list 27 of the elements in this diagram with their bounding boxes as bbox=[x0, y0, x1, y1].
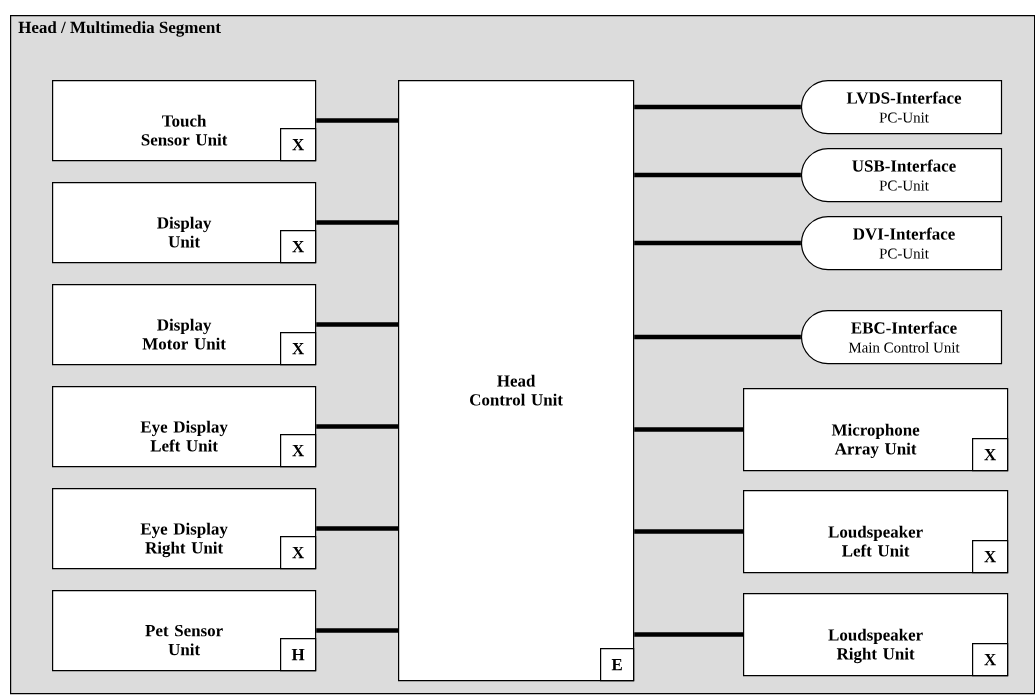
tag-box: X bbox=[972, 438, 1009, 472]
tag-box: X bbox=[280, 230, 317, 264]
interface-box: LVDS-Interface PC-Unit bbox=[800, 80, 1003, 135]
tag-box: E bbox=[600, 648, 635, 682]
tag-box: X bbox=[280, 128, 317, 162]
tag-box: X bbox=[280, 434, 317, 468]
connector-line bbox=[316, 628, 398, 633]
connector-line bbox=[634, 334, 801, 340]
connector-line bbox=[634, 632, 743, 637]
connector-line bbox=[316, 322, 398, 327]
interface-box: USB-Interface PC-Unit bbox=[800, 148, 1003, 203]
connector-line bbox=[634, 104, 801, 110]
connector-line bbox=[634, 172, 801, 178]
tag-box: X bbox=[280, 536, 317, 570]
connector-line bbox=[316, 118, 398, 123]
interface-box: EBC-Interface Main Control Unit bbox=[800, 310, 1003, 365]
connector-line bbox=[634, 427, 743, 432]
connector-line bbox=[316, 424, 398, 429]
connector-line bbox=[316, 526, 398, 531]
connector-line bbox=[634, 240, 801, 246]
tag-box: X bbox=[972, 643, 1009, 677]
connector-line bbox=[634, 529, 743, 534]
interface-box: DVI-Interface PC-Unit bbox=[800, 216, 1003, 271]
tag-box: X bbox=[972, 540, 1009, 574]
connector-line bbox=[316, 220, 398, 225]
tag-box: H bbox=[280, 638, 317, 672]
tag-box: X bbox=[280, 332, 317, 366]
